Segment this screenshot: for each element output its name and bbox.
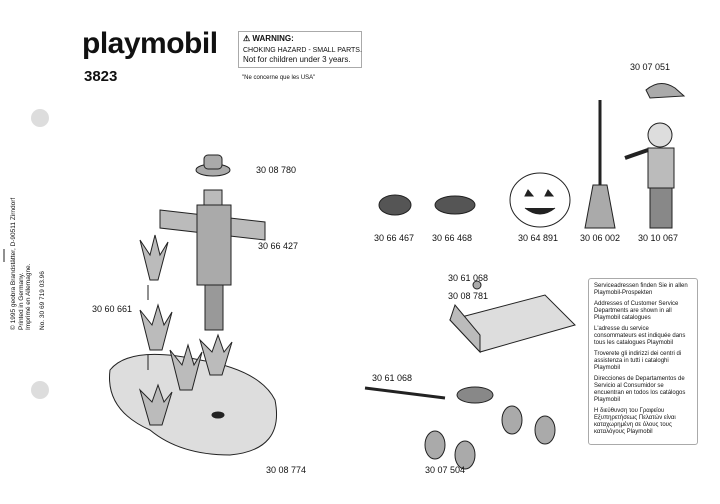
cap — [645, 83, 686, 99]
part-number: 30 60 661 — [92, 304, 133, 314]
copyright-line: No. 30 69 719 03.96 — [38, 271, 46, 330]
part-number: 30 10 067 — [638, 233, 679, 243]
part-number: 30 66 467 — [374, 233, 415, 243]
warning-box: ⚠ WARNING: CHOKING HAZARD - SMALL PARTS.… — [238, 31, 362, 68]
part-number: 30 61 068 — [448, 273, 489, 283]
service-text: Serviceadressen finden Sie in allen Play… — [594, 283, 688, 296]
boy — [647, 122, 673, 148]
axle-bracket — [456, 386, 494, 404]
brand-logo: playmobil — [82, 27, 218, 60]
crow-2 — [434, 195, 476, 215]
part-number: 30 64 891 — [518, 233, 559, 243]
service-text: Addresses of Customer Service Department… — [594, 301, 679, 321]
crow-1 — [378, 194, 412, 216]
knob — [472, 280, 482, 290]
part-number: 30 08 774 — [266, 465, 307, 475]
warning-title: WARNING: — [252, 34, 294, 43]
part-number: 30 07 051 — [630, 62, 671, 72]
warning-icon: ⚠ — [243, 34, 253, 43]
model-number: 3823 — [84, 68, 118, 85]
part-number: 30 07 504 — [425, 465, 466, 475]
part-number: 30 08 780 — [256, 165, 297, 175]
copyright-line: Imprimé en Allemagne. — [25, 263, 32, 330]
wheels — [424, 405, 556, 470]
copyright-line: Printed in Germany. — [17, 272, 25, 330]
pumpkin — [509, 172, 571, 228]
part-number: 30 06 002 — [580, 233, 621, 243]
handle — [364, 386, 446, 400]
warning-line: CHOKING HAZARD - SMALL PARTS. — [243, 47, 362, 54]
part-number: 30 66 427 — [258, 241, 299, 251]
service-text: Troverete gli indirizzi dei centri di as… — [594, 351, 682, 371]
service-text: Η διεύθυνση του Γραφείου Εξυπηρετήσεως Π… — [594, 408, 676, 435]
part-number: 30 08 781 — [448, 291, 489, 301]
punch-hole — [31, 109, 49, 127]
part-number: 30 61 068 — [372, 373, 413, 383]
plants — [138, 234, 233, 426]
service-text: L'adresse du service consommateurs est i… — [594, 326, 686, 346]
punch-hole — [31, 381, 49, 399]
service-text: Direcciones de Departamentos de Servicio… — [594, 376, 686, 403]
copyright-text: © 1995 geobra Brandstätter, D-90511 Zirn… — [10, 198, 46, 330]
usa-note: "Ne concerne que les USA" — [242, 75, 316, 81]
service-info-box: Serviceadressen finden Sie in allen Play… — [588, 278, 698, 445]
part-number: 30 66 468 — [432, 233, 473, 243]
warning-line: Not for children under 3 years. — [243, 55, 351, 64]
copyright-line: © 1995 geobra Brandstätter, D-90511 Zirn… — [10, 197, 17, 330]
